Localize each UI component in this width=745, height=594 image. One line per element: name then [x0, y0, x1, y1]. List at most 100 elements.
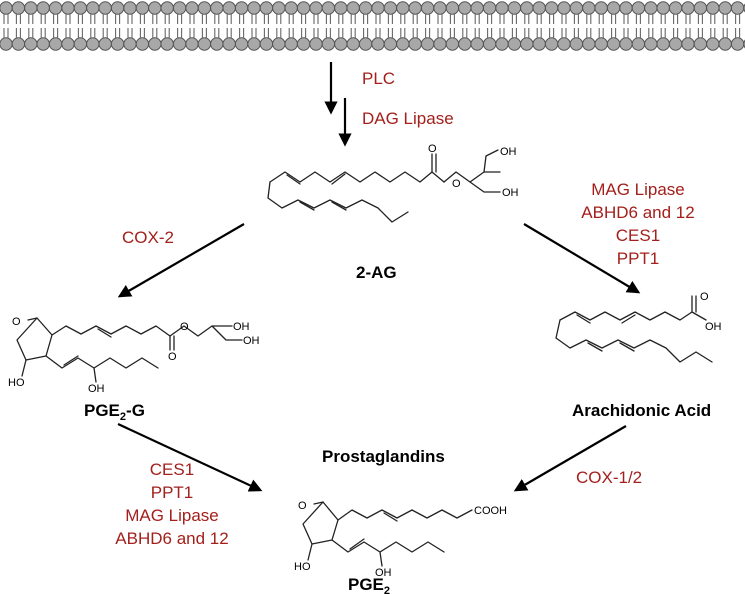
- lipid-head: [222, 1, 236, 15]
- lipid-head: [61, 1, 75, 15]
- arachidonic-acid-structure: O OH: [555, 291, 722, 363]
- lipid-head: [557, 1, 571, 15]
- two-ag-structure: O O OH OH: [267, 143, 519, 223]
- lipid-head: [445, 1, 460, 15]
- lipid-head: [160, 37, 174, 51]
- svg-text:OH: OH: [705, 321, 722, 333]
- lipid-head: [706, 1, 720, 15]
- lipid-head: [693, 37, 708, 51]
- lipid-head: [383, 37, 398, 51]
- lipid-head: [0, 1, 13, 15]
- lipid-head: [110, 1, 125, 15]
- lipid-head: [61, 37, 75, 51]
- lipid-head: [272, 37, 286, 51]
- svg-text:CES1: CES1: [616, 226, 660, 245]
- cox2-arrow: [117, 223, 245, 298]
- lipid-head: [520, 1, 534, 15]
- lipid-head: [346, 1, 360, 15]
- lipid-head: [135, 1, 150, 15]
- svg-text:OH: OH: [88, 383, 105, 395]
- lipid-head: [668, 1, 683, 15]
- svg-text:PPT1: PPT1: [617, 249, 660, 268]
- lipid-head: [396, 37, 410, 51]
- lipid-head: [234, 1, 249, 15]
- lipid-head: [718, 37, 732, 51]
- lipid-head: [309, 37, 323, 51]
- lipid-head: [594, 1, 608, 15]
- lipid-head: [86, 1, 100, 15]
- lipid-head: [681, 1, 695, 15]
- lipid-head: [544, 37, 559, 51]
- lipid-head: [210, 1, 224, 15]
- cox12-label: COX-1/2: [576, 468, 642, 487]
- lipid-head: [458, 1, 472, 15]
- lipid-head: [247, 37, 261, 51]
- lipid-head: [197, 1, 212, 15]
- lipid-head: [321, 37, 336, 51]
- lipid-head: [234, 37, 249, 51]
- lipid-head: [420, 37, 435, 51]
- lipid-head: [284, 37, 298, 51]
- lipid-head: [172, 1, 187, 15]
- lipid-head: [284, 1, 298, 15]
- dag-lipase-label: DAG Lipase: [362, 109, 454, 128]
- lipid-head: [594, 37, 608, 51]
- lipid-head: [185, 1, 199, 15]
- lipid-head: [309, 1, 323, 15]
- lipid-head: [532, 1, 546, 15]
- lipid-head: [296, 37, 311, 51]
- lipid-head: [631, 1, 646, 15]
- lipid-head: [656, 1, 670, 15]
- lipid-head: [123, 1, 137, 15]
- lipid-head: [98, 1, 112, 15]
- svg-text:O: O: [12, 316, 21, 328]
- lipid-head: [334, 1, 348, 15]
- lipid-head: [222, 37, 236, 51]
- lipid-head: [582, 1, 596, 15]
- lipid-head: [408, 37, 422, 51]
- lipid-head: [148, 37, 162, 51]
- lipid-head: [0, 37, 13, 51]
- svg-text:COOH: COOH: [474, 505, 507, 517]
- svg-text:OH: OH: [233, 321, 250, 333]
- lipid-head: [718, 1, 732, 15]
- lipid-head: [470, 1, 484, 15]
- prostaglandins-label: Prostaglandins: [322, 447, 445, 466]
- lipid-head: [482, 1, 497, 15]
- svg-text:OH: OH: [500, 146, 517, 158]
- svg-text:O: O: [452, 178, 461, 190]
- svg-text:O: O: [168, 351, 177, 363]
- svg-text:O: O: [180, 321, 189, 333]
- lipid-head: [582, 37, 596, 51]
- lipid-head: [730, 37, 745, 51]
- lipid-head: [482, 37, 497, 51]
- lipid-head: [507, 37, 522, 51]
- lipid-head: [458, 37, 472, 51]
- svg-text:O: O: [428, 143, 437, 155]
- lipid-head: [606, 1, 621, 15]
- lipid-head: [358, 37, 373, 51]
- svg-text:PPT1: PPT1: [151, 483, 194, 502]
- lipid-head: [557, 37, 571, 51]
- svg-text:O: O: [298, 500, 307, 512]
- svg-text:HO: HO: [8, 377, 25, 389]
- lipid-head: [544, 1, 559, 15]
- lipid-head: [334, 37, 348, 51]
- pge2-structure: O COOH HO OH: [294, 500, 507, 579]
- lipid-head: [172, 37, 187, 51]
- lipid-head: [247, 1, 261, 15]
- lipid-head: [358, 1, 373, 15]
- lipid-head: [532, 37, 546, 51]
- lipid-head: [24, 37, 38, 51]
- lipid-head: [346, 37, 360, 51]
- lipid-head: [619, 37, 633, 51]
- lipid-head: [445, 37, 460, 51]
- hydrolase-list-right: MAG Lipase ABHD6 and 12 CES1 PPT1: [581, 180, 694, 268]
- lipid-head: [470, 37, 484, 51]
- lipid-head: [11, 1, 26, 15]
- hydrolase-list-left: CES1 PPT1 MAG Lipase ABHD6 and 12: [115, 460, 228, 548]
- lipid-head: [259, 37, 274, 51]
- lipid-head: [160, 1, 174, 15]
- lipid-head: [383, 1, 398, 15]
- lipid-head: [36, 37, 50, 51]
